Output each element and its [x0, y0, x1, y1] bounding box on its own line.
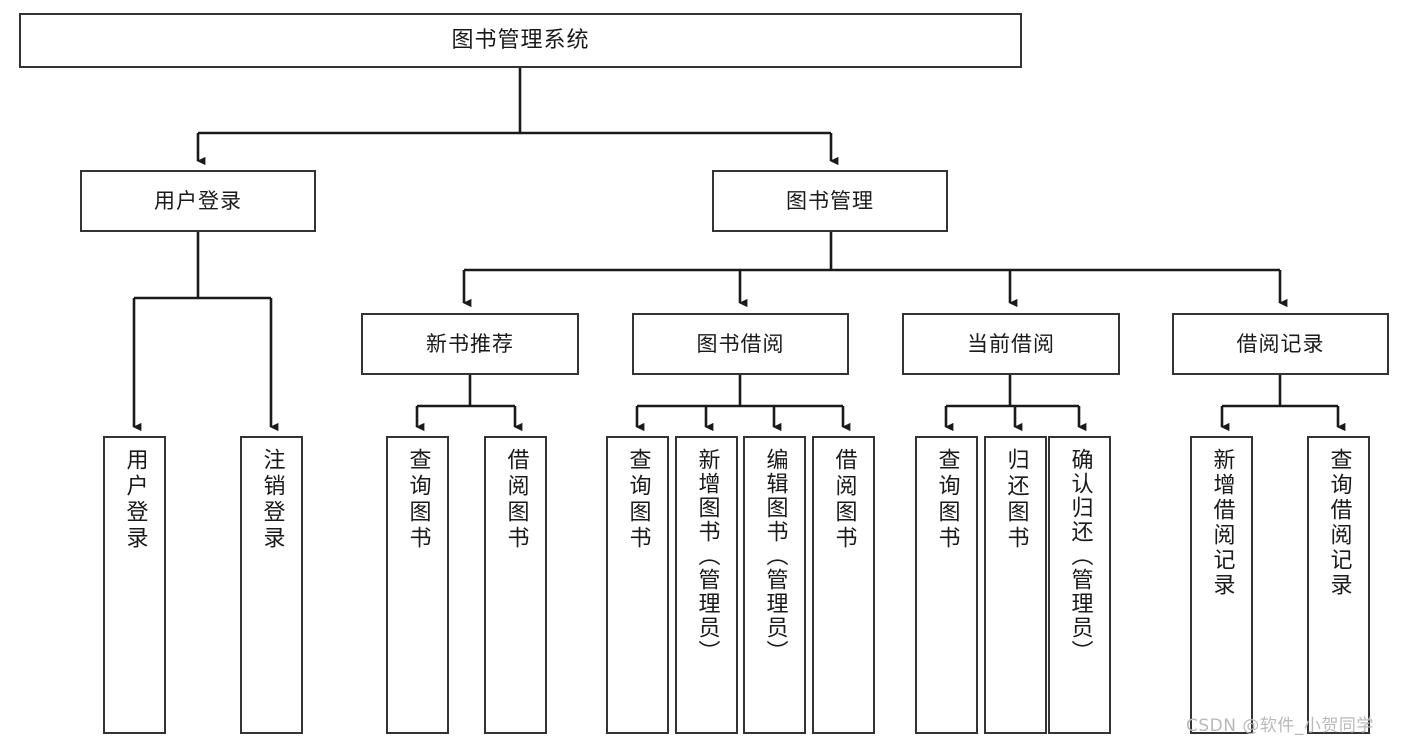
- node-label: 查询图书: [405, 448, 431, 552]
- node-label: 确认归还（管理员）: [1067, 448, 1093, 664]
- node-label: 当前借阅: [967, 331, 1055, 356]
- node-label: 查询图书: [934, 448, 960, 552]
- node-book-management[interactable]: 图书管理: [712, 170, 948, 232]
- node-leaf-add-record[interactable]: 新增借阅记录: [1190, 436, 1253, 734]
- node-leaf-confirm-return[interactable]: 确认归还（管理员）: [1048, 436, 1111, 734]
- node-label: 编辑图书（管理员）: [762, 448, 788, 664]
- node-leaf-logout-login[interactable]: 注销登录: [240, 436, 303, 734]
- node-label: 查询图书: [625, 448, 651, 552]
- node-label: 用户登录: [154, 188, 242, 213]
- node-leaf-query-record[interactable]: 查询借阅记录: [1307, 436, 1370, 734]
- node-book-borrow[interactable]: 图书借阅: [632, 313, 849, 375]
- node-label: 新增图书（管理员）: [694, 448, 720, 664]
- node-label: 图书管理: [786, 188, 874, 213]
- node-leaf-borrow-book-2[interactable]: 借阅图书: [812, 436, 875, 734]
- node-label: 图书管理系统: [451, 27, 590, 53]
- node-leaf-add-book[interactable]: 新增图书（管理员）: [675, 436, 738, 734]
- node-current-borrow[interactable]: 当前借阅: [902, 313, 1120, 375]
- node-borrow-record[interactable]: 借阅记录: [1172, 313, 1389, 375]
- node-label: 归还图书: [1003, 448, 1029, 552]
- node-label: 用户登录: [122, 448, 148, 552]
- node-label: 借阅图书: [503, 448, 529, 552]
- node-leaf-user-login[interactable]: 用户登录: [103, 436, 166, 734]
- node-label: 借阅图书: [831, 448, 857, 552]
- node-label: 借阅记录: [1236, 331, 1325, 356]
- node-label: 图书借阅: [696, 331, 785, 356]
- node-leaf-edit-book[interactable]: 编辑图书（管理员）: [743, 436, 806, 734]
- csdn-watermark: CSDN @软件_小贺同学: [1186, 716, 1374, 736]
- node-leaf-borrow-book-1[interactable]: 借阅图书: [484, 436, 547, 734]
- node-label: 注销登录: [259, 448, 285, 552]
- node-label: 新书推荐: [426, 331, 514, 356]
- node-leaf-query-book-1[interactable]: 查询图书: [386, 436, 449, 734]
- node-new-book-recommend[interactable]: 新书推荐: [361, 313, 579, 375]
- node-leaf-query-book-3[interactable]: 查询图书: [915, 436, 978, 734]
- node-leaf-return-book[interactable]: 归还图书: [984, 436, 1047, 734]
- node-label: 新增借阅记录: [1209, 448, 1235, 598]
- node-leaf-query-book-2[interactable]: 查询图书: [606, 436, 669, 734]
- node-label: 查询借阅记录: [1326, 448, 1352, 598]
- node-book-management-system[interactable]: 图书管理系统: [19, 13, 1022, 68]
- node-user-login[interactable]: 用户登录: [80, 170, 316, 232]
